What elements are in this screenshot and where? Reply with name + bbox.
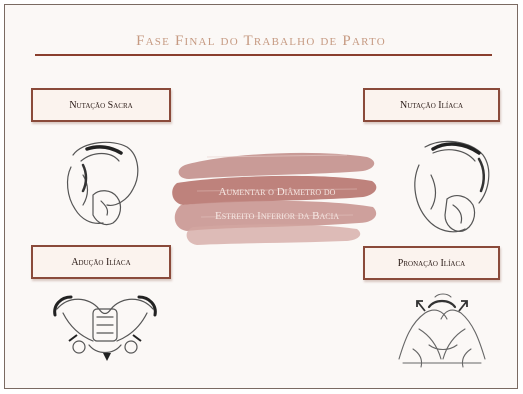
center-caption: Aumentar o Diâmetro do Estreito Inferior…: [177, 180, 377, 228]
label-aducao-iliaca: Adução Ilíaca: [31, 245, 171, 279]
label-nutacao-sacra: Nutação Sacra: [31, 88, 171, 122]
label-text: Adução Ilíaca: [71, 257, 130, 268]
title-underline: [35, 54, 492, 56]
pelvis-sketch-icon: [389, 289, 495, 373]
label-text: Nutação Sacra: [69, 100, 132, 111]
label-text: Pronação Ilíaca: [398, 258, 465, 269]
pelvis-sketch-icon: [49, 289, 161, 363]
label-text: Nutação Ilíaca: [400, 100, 463, 111]
label-nutacao-iliaca: Nutação Ilíaca: [363, 88, 500, 122]
center-caption-line-2: Estreito Inferior da Bacia: [177, 204, 377, 228]
slide: Fase Final do Trabalho de Parto Nutação …: [4, 4, 518, 389]
label-pronacao-iliaca: Pronação Ilíaca: [363, 246, 500, 280]
pelvis-sketch-icon: [53, 135, 145, 233]
slide-title: Fase Final do Trabalho de Parto: [5, 33, 517, 50]
center-caption-line-1: Aumentar o Diâmetro do: [177, 180, 377, 204]
pelvis-sketch-icon: [403, 135, 495, 237]
